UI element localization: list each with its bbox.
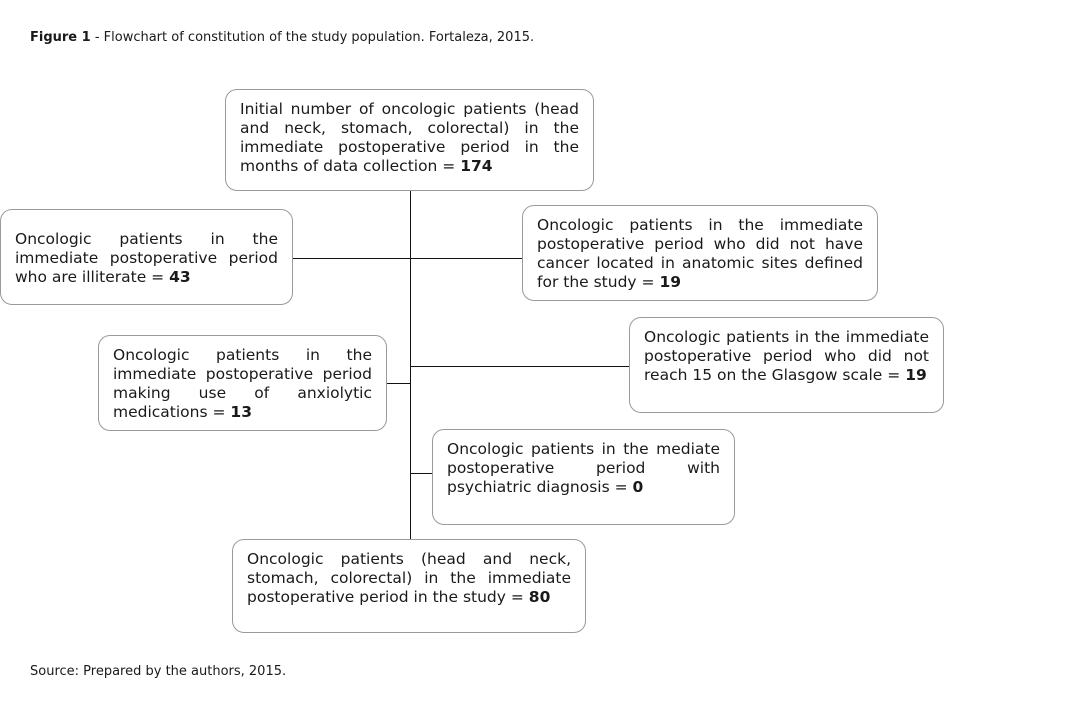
box-glasgow-value: 19 — [905, 366, 927, 384]
box-initial-text: Initial number of oncologic patients (he… — [240, 100, 579, 175]
source-note: Source: Prepared by the authors, 2015. — [30, 664, 287, 679]
box-anxiolytic-text: Oncologic patients in the immediate post… — [113, 346, 372, 421]
box-anxiolytic: Oncologic patients in the immediate post… — [98, 335, 387, 431]
figure-label: Figure 1 — [30, 30, 91, 45]
box-psychiatric-value: 0 — [632, 478, 644, 496]
box-psychiatric-text: Oncologic patients in the mediate postop… — [447, 440, 720, 496]
figure-caption-text: - Flowchart of constitution of the study… — [90, 30, 535, 45]
box-final-value: 80 — [528, 588, 551, 606]
box-illiterate-value: 43 — [169, 268, 191, 286]
box-initial-value: 174 — [460, 157, 493, 175]
box-illiterate: Oncologic patients in the immediate post… — [0, 209, 293, 305]
box-not-sites-text: Oncologic patients in the immediate post… — [537, 216, 863, 291]
figure-caption: Figure 1 - Flowchart of constitution of … — [30, 30, 534, 45]
box-glasgow: Oncologic patients in the immediate post… — [629, 317, 944, 413]
box-glasgow-text: Oncologic patients in the immediate post… — [644, 328, 929, 384]
box-psychiatric: Oncologic patients in the mediate postop… — [432, 429, 735, 525]
box-not-sites-value: 19 — [659, 273, 682, 291]
box-anxiolytic-value: 13 — [230, 403, 252, 421]
box-final-text: Oncologic patients (head and neck, stoma… — [247, 550, 571, 606]
box-initial-patients: Initial number of oncologic patients (he… — [225, 89, 594, 191]
box-final-study-population: Oncologic patients (head and neck, stoma… — [232, 539, 586, 633]
box-not-anatomic-sites: Oncologic patients in the immediate post… — [522, 205, 878, 301]
box-illiterate-text: Oncologic patients in the immediate post… — [15, 230, 278, 286]
